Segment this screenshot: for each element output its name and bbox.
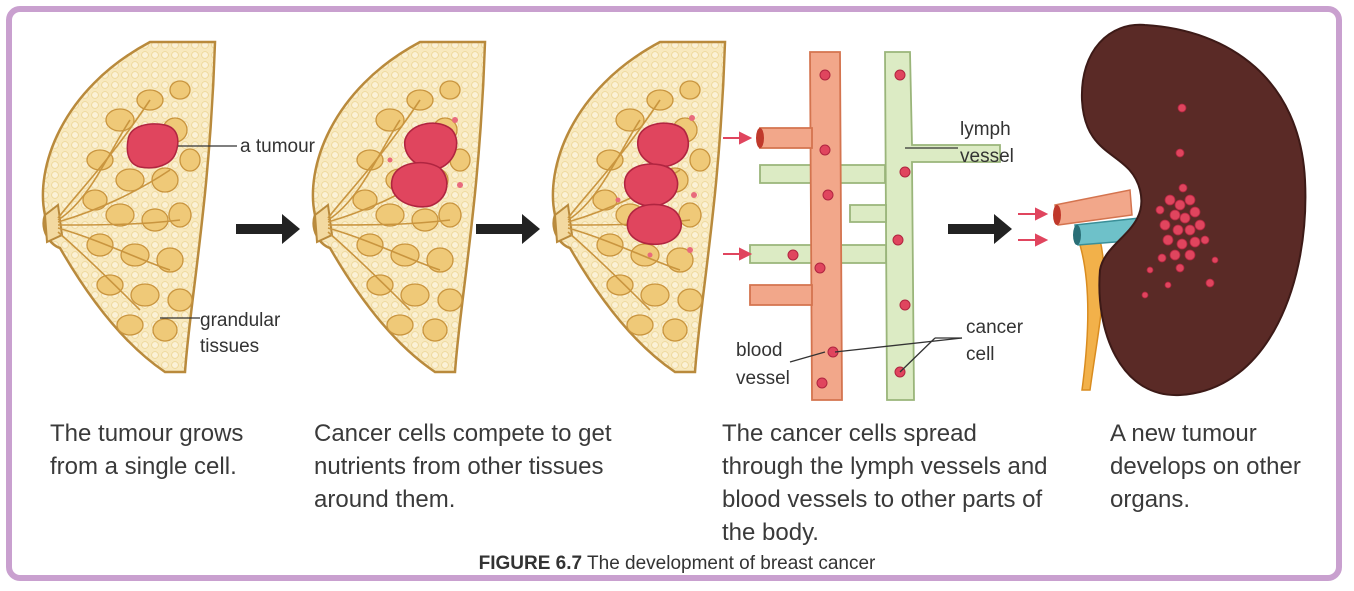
label-cancer: cancer: [966, 317, 1024, 338]
breast-panel-3: [553, 42, 725, 372]
breast-panel-2: [313, 42, 485, 372]
arrow-right-icon: [948, 214, 1012, 244]
figure-title: The development of breast cancer: [587, 553, 875, 574]
breast-panel-1: a tumour grandular tissues: [43, 42, 316, 372]
label-tumour: a tumour: [240, 136, 316, 157]
label-cancer-cell: cell: [966, 344, 995, 365]
caption-1: The tumour grows from a single cell.: [50, 417, 243, 483]
organ-panel: [1018, 25, 1305, 395]
arrow-right-icon: [476, 214, 540, 244]
caption-4: A new tumour develops on other organs.: [1110, 417, 1301, 516]
label-lymph-vessel: vessel: [960, 146, 1014, 167]
label-blood: blood: [736, 340, 783, 361]
label-lymph: lymph: [960, 119, 1011, 140]
label-tissues: tissues: [200, 336, 259, 357]
tumour-small: [127, 124, 178, 168]
label-blood-vessel: vessel: [736, 368, 790, 389]
label-grandular: grandular: [200, 310, 281, 331]
figure-caption: FIGURE 6.7 The development of breast can…: [0, 553, 1354, 575]
figure-number: FIGURE 6.7: [479, 553, 582, 574]
arrow-right-icon: [236, 214, 300, 244]
caption-2: Cancer cells compete to get nutrients fr…: [314, 417, 611, 516]
caption-3: The cancer cells spread through the lymp…: [722, 417, 1048, 549]
